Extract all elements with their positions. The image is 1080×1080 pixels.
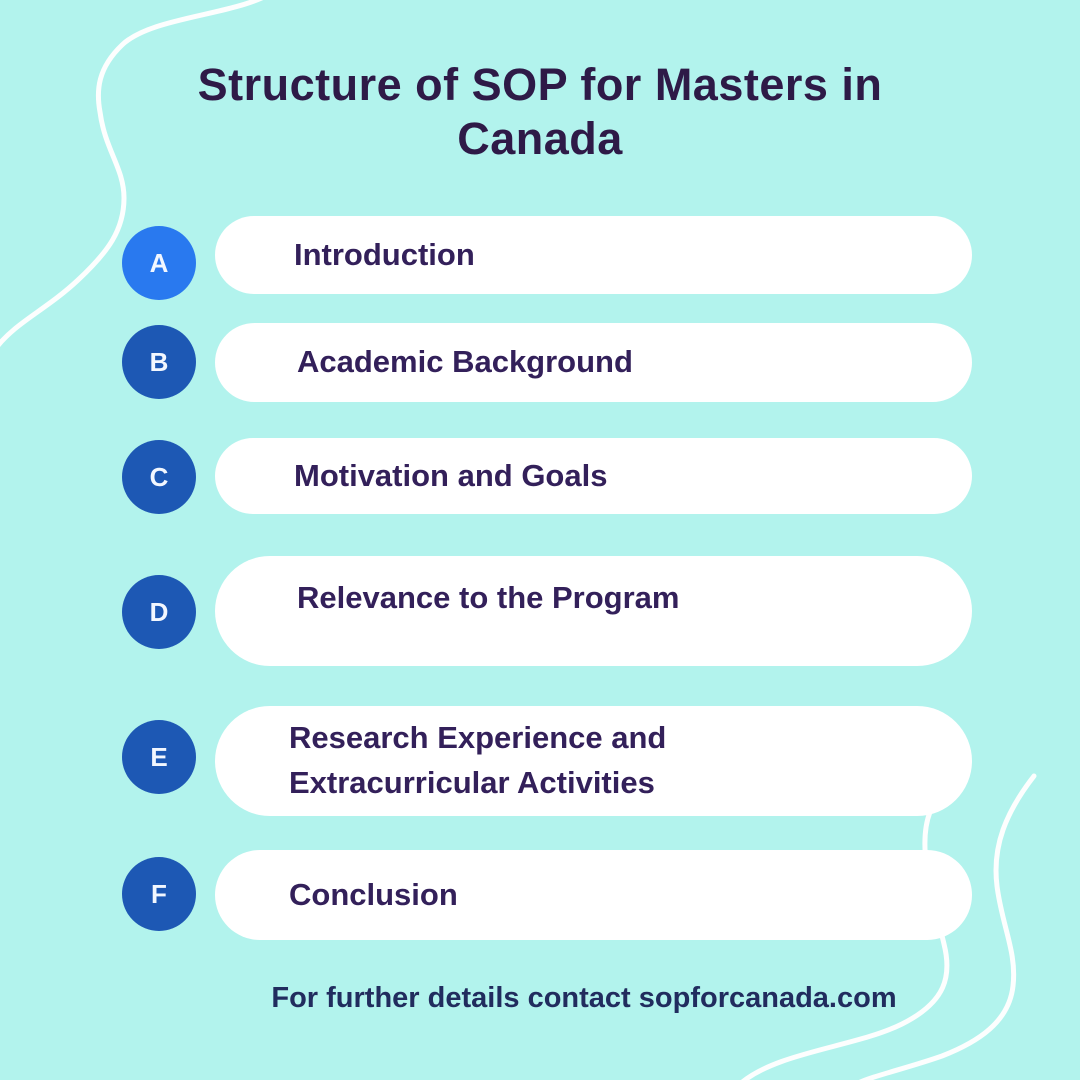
item-label: Introduction xyxy=(294,236,475,272)
footer-contact-text: For further details contact sopforcanada… xyxy=(271,982,897,1014)
pill-motivation-goals: Motivation and Goals xyxy=(215,438,972,514)
pill-conclusion: Conclusion xyxy=(215,850,972,940)
pill-research-extracurricular: Research Experience and Extracurricular … xyxy=(215,706,972,816)
item-label: Relevance to the Program xyxy=(297,580,680,615)
item-label: Motivation and Goals xyxy=(294,457,608,493)
item-label: Academic Background xyxy=(297,344,633,380)
step-badge-c: C xyxy=(122,440,196,514)
page-title: Structure of SOP for Masters in Canada xyxy=(197,59,883,164)
step-badge-e: E xyxy=(122,720,196,794)
wave-line-top-left-icon xyxy=(0,0,264,348)
pill-introduction: Introduction xyxy=(215,216,972,294)
step-badge-a: A xyxy=(122,226,196,300)
pill-relevance-program: Relevance to the Program xyxy=(215,556,972,666)
item-label: Conclusion xyxy=(289,876,458,912)
step-badge-b: B xyxy=(122,325,196,399)
item-label: Research Experience and Extracurricular … xyxy=(289,720,667,800)
step-badge-f: F xyxy=(122,857,196,931)
pill-academic-background: Academic Background xyxy=(215,323,972,402)
step-badge-d: D xyxy=(122,575,196,649)
